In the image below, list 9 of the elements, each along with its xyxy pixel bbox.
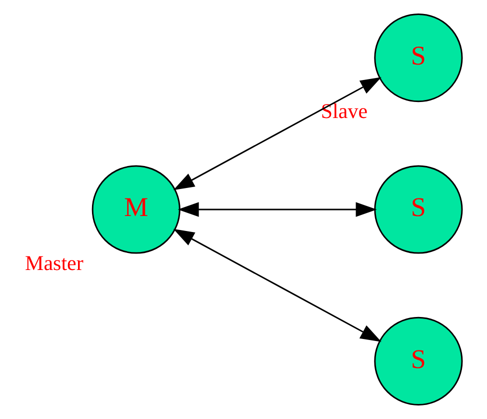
arrow <box>173 228 382 342</box>
arrow <box>178 202 377 217</box>
node-circle: S <box>374 316 463 406</box>
node-circle: M <box>92 165 180 254</box>
node-circle: S <box>374 14 463 102</box>
node-circle: S <box>374 165 463 254</box>
node-label: Slave <box>320 99 368 124</box>
arrow <box>173 77 382 190</box>
node-label: Master <box>25 250 84 275</box>
